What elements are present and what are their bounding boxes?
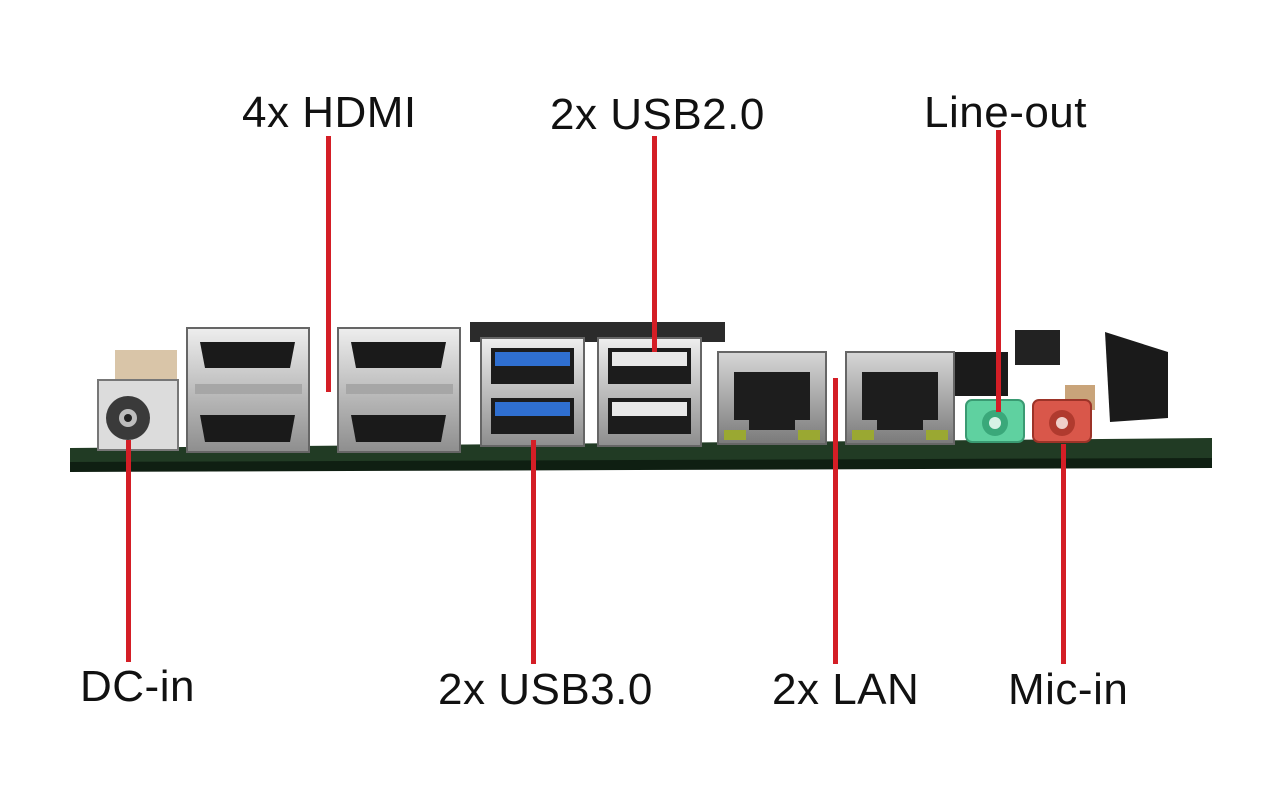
leader-line-usb3 [531,440,536,664]
leader-line-mic-in [1061,444,1066,664]
lan-label: 2x LAN [772,665,920,714]
usb3-ports [480,337,585,447]
line-out-label: Line-out [924,88,1088,137]
mic-in-label: Mic-in [1008,665,1129,714]
leader-line-hdmi [326,136,331,392]
hdmi-label: 4x HDMI [242,88,417,137]
usb2-label: 2x USB2.0 [550,90,765,139]
leader-line-dc-in [126,440,131,662]
leader-lines [126,130,1066,664]
usb2-ports [597,337,702,447]
leader-line-lan [833,378,838,664]
usb3-label: 2x USB3.0 [438,665,653,714]
leader-line-usb2 [652,136,657,352]
dc-in-label: DC-in [80,662,195,711]
leader-line-line-out [996,130,1001,412]
lan-ports [717,351,955,445]
dc-in-jack [97,379,179,451]
audio-jacks [965,399,1092,443]
hdmi-ports [186,327,461,453]
